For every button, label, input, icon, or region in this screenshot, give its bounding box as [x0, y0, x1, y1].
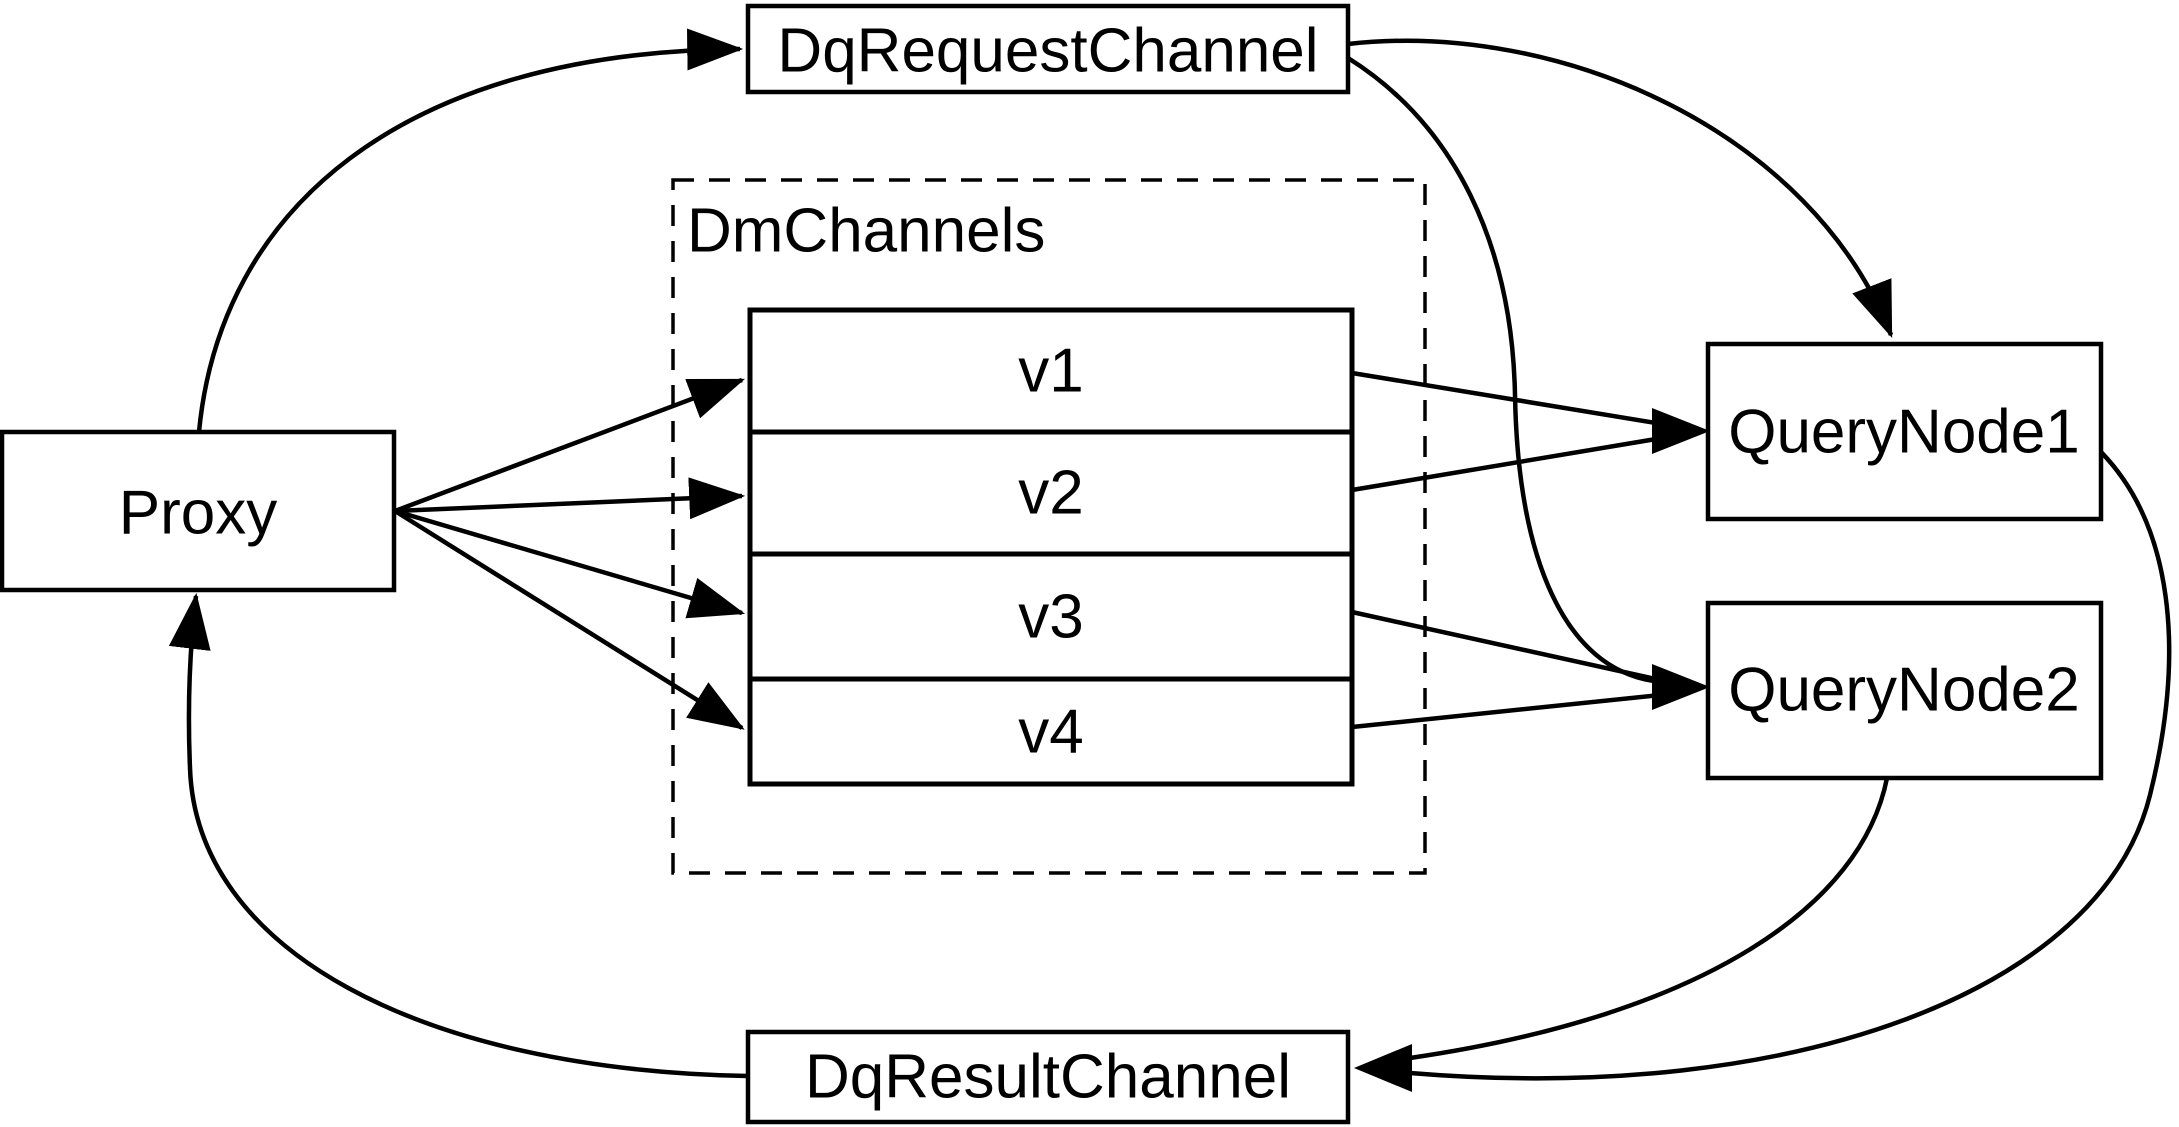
edge-v3-to-querynode2 [1351, 609, 1661, 683]
edge-proxy-to-dqrequestchannel [196, 28, 744, 433]
node-layer: DmChannels DqRequestChannel Proxy v1 v2 … [0, 3, 2104, 1125]
arrowhead-layer [1354, 408, 1710, 1092]
node-channel-stack: v1 v2 v3 v4 [747, 307, 1355, 787]
node-dqrequestchannel: DqRequestChannel [745, 3, 1351, 95]
node-v2-label: v2 [1018, 459, 1083, 528]
node-querynode2-label: QueryNode2 [1728, 656, 2080, 725]
arrowhead-querynode2-left [1652, 664, 1710, 710]
group-dmchannels [671, 178, 1427, 875]
edge-v4-to-querynode2 [1351, 692, 1661, 730]
node-querynode2: QueryNode2 [1705, 600, 2104, 781]
edge-proxy-to-v1 [394, 377, 745, 514]
node-dqresultchannel-label: DqResultChannel [805, 1043, 1291, 1112]
edge-dqresultchannel-to-proxy [168, 592, 749, 1079]
edge-proxy-to-v4 [393, 509, 745, 730]
arrowhead-querynode1-left [1652, 408, 1710, 454]
group-dmchannels-label: DmChannels [687, 197, 1045, 266]
edge-v1-to-querynode1 [1351, 370, 1663, 427]
edge-querynode2-to-dqresultchannel [1409, 777, 1890, 1061]
edge-proxy-to-v2 [394, 477, 746, 520]
node-v1-label: v1 [1018, 337, 1083, 406]
node-querynode1-label: QueryNode1 [1728, 398, 2080, 467]
node-dqresultchannel: DqResultChannel [745, 1029, 1351, 1125]
node-proxy-label: Proxy [119, 479, 277, 548]
edge-layer [168, 28, 2172, 1081]
node-v3-label: v3 [1018, 583, 1083, 652]
node-proxy: Proxy [0, 429, 397, 593]
edge-v2-to-querynode1 [1351, 435, 1663, 493]
edge-querynode1-to-dqresultchannel [1409, 450, 2172, 1081]
node-querynode1: QueryNode1 [1705, 341, 2104, 522]
arrowhead-dqresultchannel-right [1354, 1044, 1412, 1092]
node-v4-label: v4 [1018, 698, 1083, 767]
edge-dqrequestchannel-to-querynode1 [1347, 38, 1894, 338]
edge-dqrequestchannel-to-querynode2 [1346, 56, 1655, 684]
edge-proxy-to-v3 [394, 508, 746, 619]
node-dqrequestchannel-label: DqRequestChannel [777, 17, 1318, 86]
